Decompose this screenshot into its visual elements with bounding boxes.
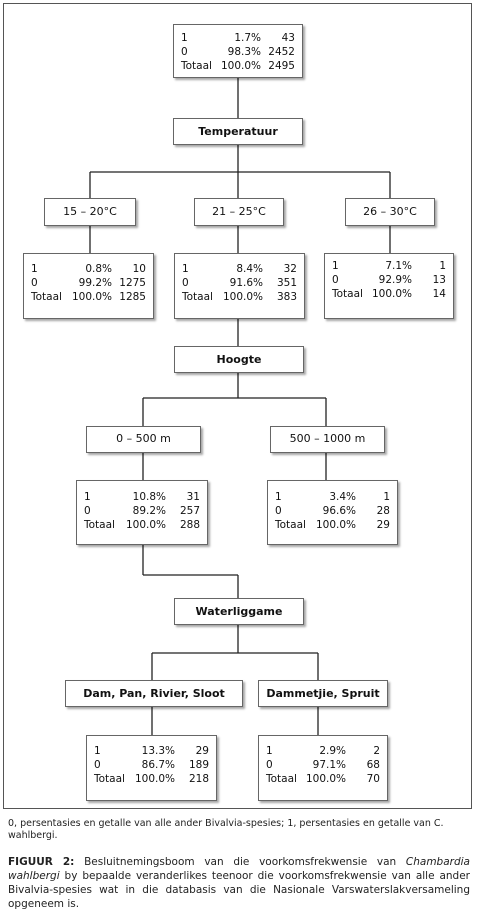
temp-26-30-node: 26 – 30°C (345, 198, 435, 226)
waterbody-node: Waterliggame (174, 598, 304, 625)
footnote: 0, persentasies en getalle van alle ande… (8, 818, 444, 841)
caption-label: FIGUUR 2: (8, 856, 75, 868)
height-500-1000-node: 500 – 1000 m (270, 426, 385, 453)
caption-text-2: by bepaalde veranderlikes teenoor die vo… (8, 870, 470, 910)
figure-frame (3, 3, 472, 809)
temp-15-20-node: 15 – 20°C (44, 198, 136, 226)
height-0-500-node: 0 – 500 m (86, 426, 201, 453)
caption-species: Chambardia wahlbergi (8, 856, 470, 882)
height-node: Hoogte (174, 346, 304, 373)
figure-caption: FIGUUR 2: Besluitnemingsboom van die voo… (8, 855, 470, 911)
temp-21-25-node: 21 – 25°C (194, 198, 284, 226)
temperature-node: Temperatuur (173, 118, 303, 145)
caption-text-1: Besluitnemingsboom van die voorkomsfrekw… (74, 856, 406, 868)
waterbody-dam-node: Dam, Pan, Rivier, Sloot (65, 680, 243, 707)
waterbody-dammetjie-node: Dammetjie, Spruit (258, 680, 388, 707)
